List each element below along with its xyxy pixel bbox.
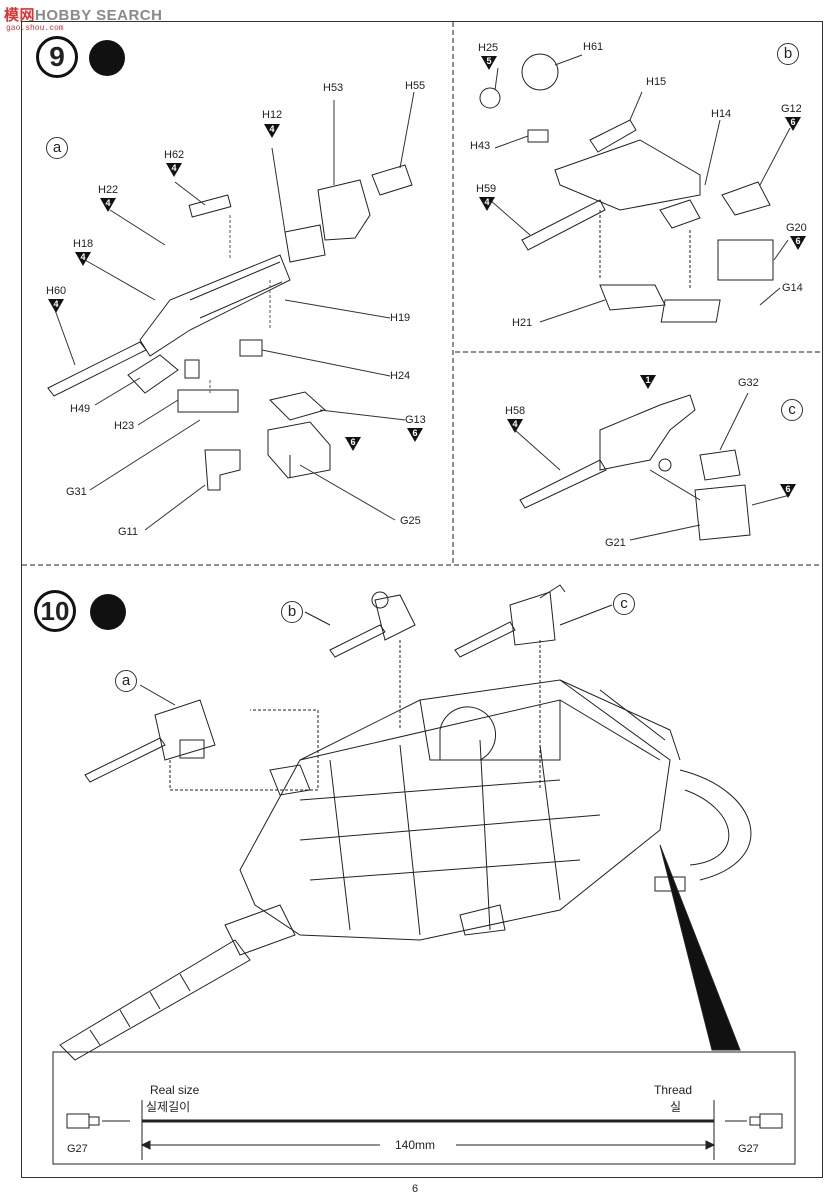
subassembly-b-label: b (777, 43, 799, 65)
part-label: H55 (405, 80, 426, 92)
paint-tag-icon: 6 (790, 236, 806, 250)
watermark-char-left: 模 (4, 7, 20, 24)
part-label: H53 (323, 82, 344, 94)
step-number-10: 10 (34, 590, 76, 632)
paint-tag-icon: 5 (481, 56, 497, 70)
watermark-url: gao.shou.com (6, 24, 64, 33)
thread-length: 140mm (395, 1138, 436, 1152)
subassembly-a-label: a (46, 137, 68, 159)
part-label: G11 (118, 526, 138, 538)
part-label-right: G27 (738, 1143, 759, 1155)
part-label: G25 (400, 515, 421, 527)
gun-b-drawing (479, 53, 774, 323)
part-label: G31 (66, 486, 87, 498)
paint-tag-icon: 6 (785, 117, 801, 131)
part-label: H60 (46, 285, 67, 297)
part-label: H49 (70, 403, 91, 415)
thread-label: Thread (654, 1083, 693, 1097)
real-size-label: Real size (150, 1083, 200, 1097)
part-label: G13 (405, 414, 426, 426)
part-label-left: G27 (67, 1143, 88, 1155)
paint-tag-icon: 4 (479, 197, 495, 211)
part-label: H61 (583, 41, 604, 53)
paint-tag-icon: 6 (407, 428, 423, 442)
subassembly-c-label: c (613, 593, 635, 615)
part-label: H43 (470, 140, 491, 152)
part-label: H25 (478, 42, 499, 54)
paint-tag-icon: 4 (507, 419, 523, 433)
thread-box-drawing (52, 1051, 796, 1165)
paint-tag-icon: 6 (780, 484, 796, 498)
real-size-label-korean: 실제길이 (146, 1100, 191, 1114)
watermark-text: HOBBY SEARCH (35, 7, 163, 24)
part-label: G14 (782, 282, 803, 294)
paint-tag-icon: 4 (100, 198, 116, 212)
subassembly-b-label: b (281, 601, 303, 623)
paint-tag-icon: 4 (264, 124, 280, 138)
step-number-9: 9 (36, 36, 78, 78)
part-label: H12 (262, 109, 283, 121)
cement-icon (89, 40, 125, 76)
paint-tag-icon: 4 (166, 163, 182, 177)
part-label: H24 (390, 370, 411, 382)
subassembly-a-label: a (115, 670, 137, 692)
part-label: H19 (390, 312, 411, 324)
paint-tag-icon: 6 (345, 437, 361, 451)
part-label: H59 (476, 183, 497, 195)
part-label: G20 (786, 222, 807, 234)
part-label: H14 (711, 108, 732, 120)
paint-tag-icon: 1 (640, 375, 656, 389)
part-label: G12 (781, 103, 802, 115)
page-frame (21, 21, 823, 1178)
gun-c-drawing (519, 394, 751, 541)
subassembly-c-label: c (781, 399, 803, 421)
part-label: H62 (164, 149, 185, 161)
part-label: H58 (505, 405, 526, 417)
part-label: G21 (605, 537, 626, 549)
thread-label-korean: 실 (670, 1100, 682, 1114)
part-label: H15 (646, 76, 667, 88)
cement-icon (90, 594, 126, 630)
paint-tag-icon: 4 (75, 252, 91, 266)
part-label: H21 (512, 317, 533, 329)
watermark-logo: 模网HOBBY SEARCH (4, 4, 162, 25)
part-label: H23 (114, 420, 135, 432)
part-label: H18 (73, 238, 94, 250)
gun-a-drawing (47, 164, 413, 491)
part-label: G32 (738, 377, 759, 389)
paint-tag-icon: 4 (48, 299, 64, 313)
part-label: H22 (98, 184, 119, 196)
turret-drawing (59, 584, 752, 1061)
page-number: 6 (412, 1183, 419, 1195)
watermark-char-right: 网 (19, 7, 36, 24)
